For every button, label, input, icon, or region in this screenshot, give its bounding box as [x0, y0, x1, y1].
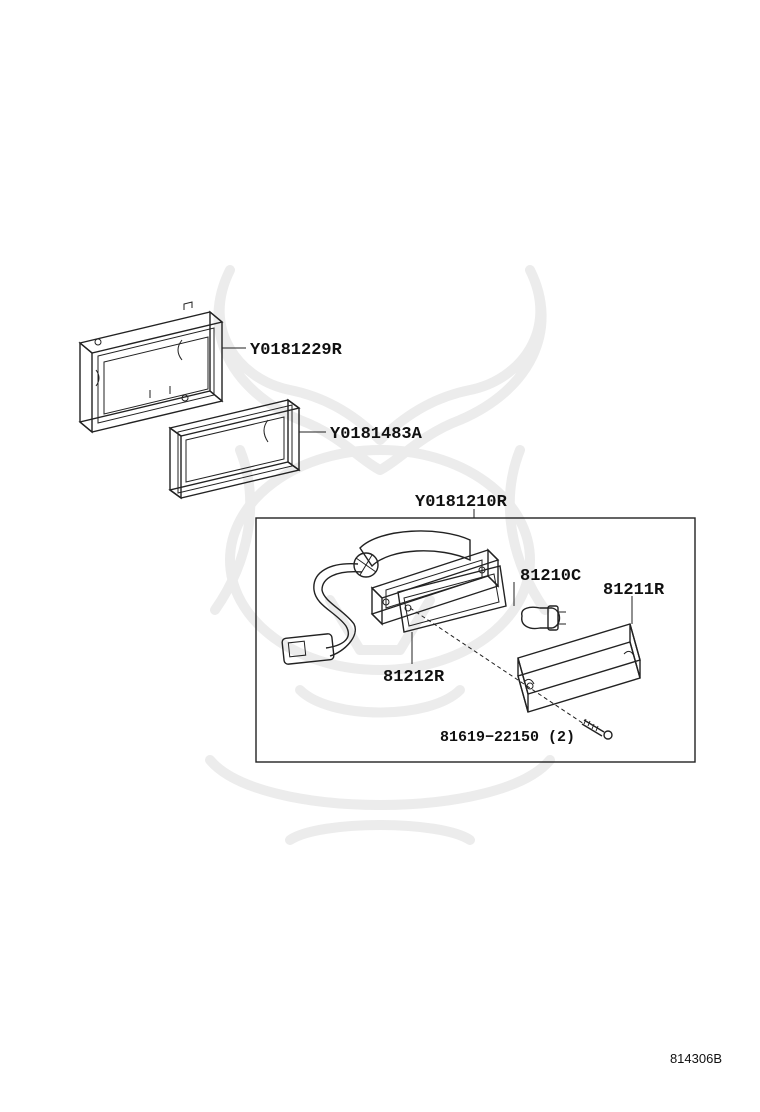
gasket-part-label: Y0181483A	[330, 425, 423, 444]
lens-gasket-drawing	[397, 565, 507, 633]
assembly-part-label: Y0181210R	[415, 493, 508, 512]
bulb-drawing	[521, 605, 566, 631]
lens-drawing	[517, 623, 641, 713]
bezel-part-drawing	[78, 301, 224, 434]
gasket-part-drawing	[168, 398, 301, 500]
lens-part-label: 81211R	[603, 581, 665, 600]
screw-part-label: 81619−22150 (2)	[440, 729, 575, 746]
diagram-code: 814306B	[670, 1051, 722, 1066]
wire-harness-drawing	[281, 563, 363, 665]
screw-drawing	[581, 718, 613, 740]
lamp-housing-drawing	[353, 530, 500, 626]
lens-gasket-part-label: 81212R	[383, 668, 445, 687]
bulb-part-label: 81210C	[520, 567, 581, 586]
bezel-part-label: Y0181229R	[250, 341, 343, 360]
assembly-box	[255, 517, 696, 763]
